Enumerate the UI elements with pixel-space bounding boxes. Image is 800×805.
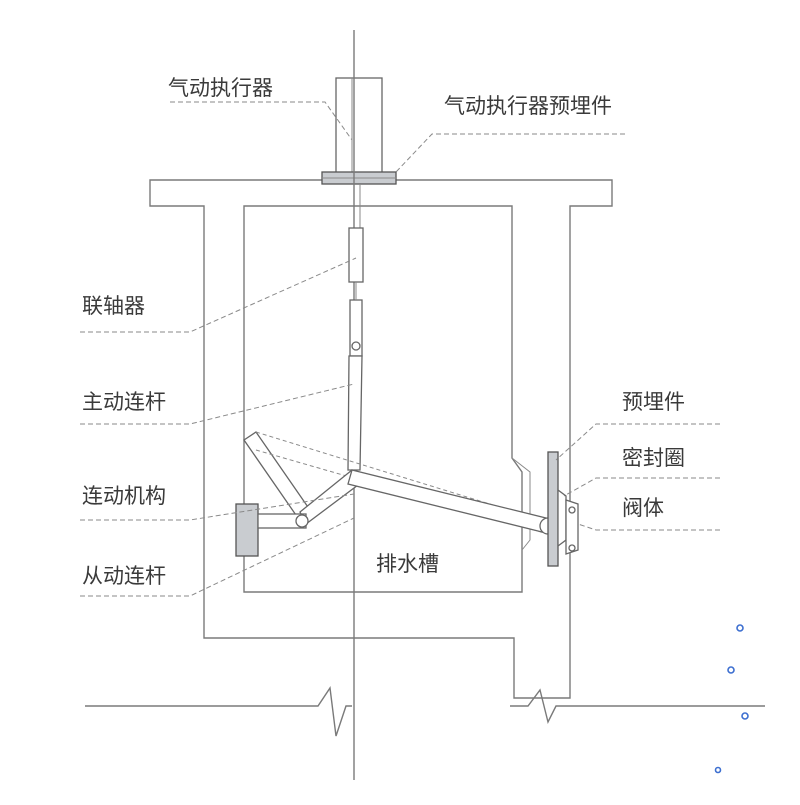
water-drop-icons <box>714 624 749 774</box>
label-actuator-embedded: 气动执行器预埋件 <box>444 94 612 118</box>
label-coupling: 联轴器 <box>82 294 145 318</box>
leader-coupling <box>80 257 357 333</box>
valve-body-bolt-top <box>568 506 576 514</box>
label-actuator: 气动执行器 <box>168 76 273 100</box>
water-drop-icon <box>736 624 744 632</box>
seal-ring-shape <box>557 488 567 548</box>
leader-seal-ring <box>563 477 720 497</box>
water-drop-icon <box>741 712 749 720</box>
ground-line-right <box>510 688 765 725</box>
label-driven-link: 从动连杆 <box>82 564 166 588</box>
coupling-upper <box>348 227 364 283</box>
concrete-structure <box>149 179 613 699</box>
leader-valve-body <box>577 523 720 531</box>
leader-drive-link <box>80 383 355 425</box>
label-valve-body: 阀体 <box>622 496 664 520</box>
valve-body-shape <box>565 499 579 555</box>
leader-embedded-part <box>555 423 720 461</box>
water-drop-icon <box>714 766 722 774</box>
valve-body-bolt-bottom <box>568 544 576 552</box>
leader-actuator-embedded <box>395 133 625 173</box>
leader-actuator <box>170 101 353 141</box>
drive-link-shape <box>347 355 363 471</box>
inner-chamber <box>243 205 523 593</box>
label-drain-channel: 排水槽 <box>376 552 439 576</box>
leader-driven-link <box>80 517 355 597</box>
label-embedded-part: 预埋件 <box>622 390 685 414</box>
ground-line-left <box>85 686 352 737</box>
coupling-pin <box>351 341 361 351</box>
leader-linkage <box>80 493 355 521</box>
left-bracket-plate <box>235 503 259 557</box>
embedded-plate <box>547 451 559 567</box>
driven-link-shape <box>347 469 555 535</box>
label-seal-ring: 密封圈 <box>622 446 685 470</box>
label-linkage: 连动机构 <box>82 484 166 508</box>
left-bracket-pin <box>295 514 309 528</box>
label-drive-link: 主动连杆 <box>82 390 166 414</box>
valve-wall-opening <box>511 457 531 551</box>
water-drop-icon <box>727 666 735 674</box>
